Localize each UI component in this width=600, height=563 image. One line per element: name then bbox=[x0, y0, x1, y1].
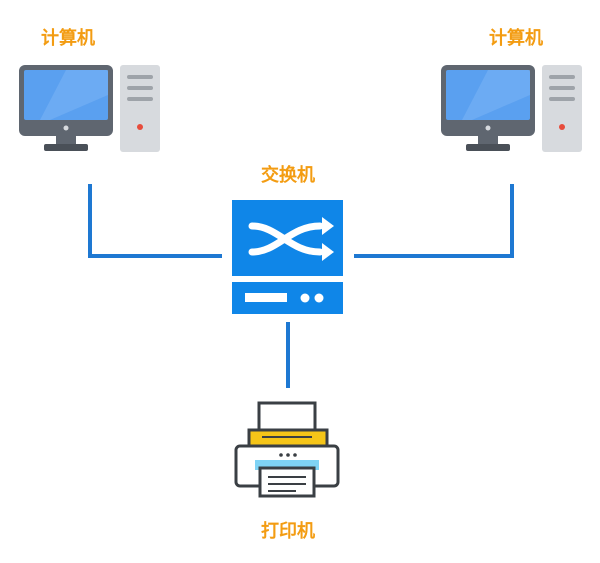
link-right-computer-switch bbox=[354, 184, 514, 258]
link-left-computer-switch bbox=[88, 184, 222, 258]
printer-icon bbox=[234, 401, 340, 498]
computer-left-icon bbox=[19, 65, 160, 152]
switch-label: 交换机 bbox=[261, 165, 315, 186]
computer-left-label: 计算机 bbox=[41, 28, 95, 49]
switch-icon bbox=[232, 200, 343, 314]
computer-right-icon bbox=[441, 65, 582, 152]
computer-right-label: 计算机 bbox=[489, 28, 543, 49]
printer-label: 打印机 bbox=[261, 521, 315, 542]
